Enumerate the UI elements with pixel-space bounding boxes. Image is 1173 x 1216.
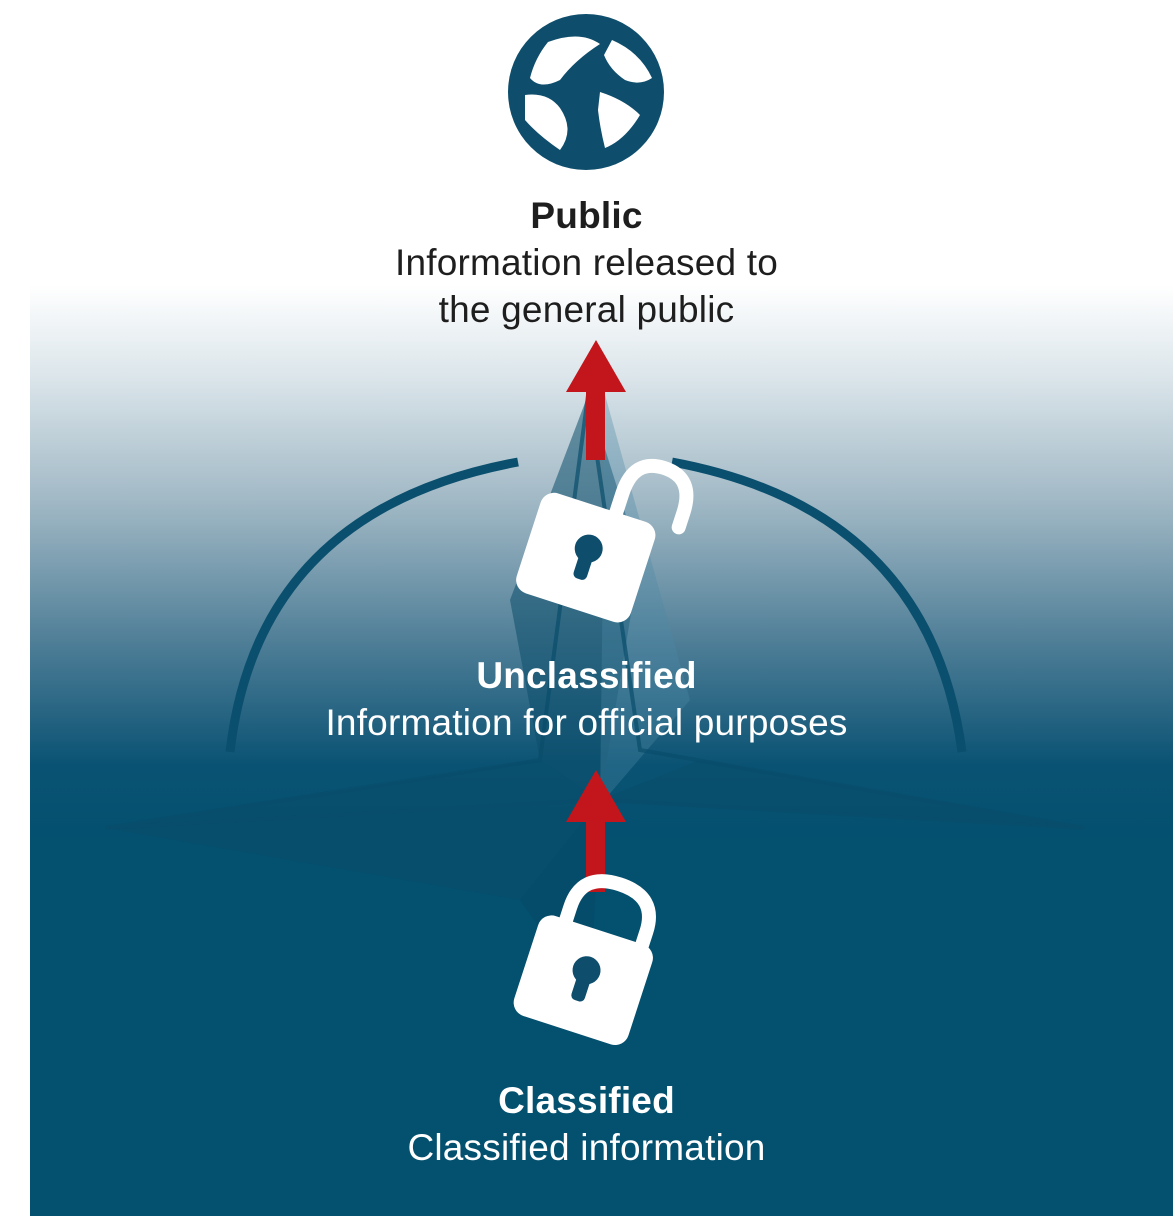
unclassified-description: Information for official purposes [325, 702, 848, 743]
public-description-line-2: the general public [438, 289, 735, 330]
public-title: Public [530, 195, 643, 236]
unlocked-padlock-icon [516, 458, 694, 623]
classified-description: Classified information [407, 1127, 766, 1168]
classified-title: Classified [498, 1080, 675, 1121]
up-arrow-icon [566, 770, 626, 892]
up-arrow-icon [566, 340, 626, 460]
globe-icon [508, 14, 664, 170]
locked-padlock-icon [513, 874, 656, 1046]
classified-level-label: Classified Classified information [0, 1077, 1173, 1171]
unclassified-level-label: Unclassified Information for official pu… [0, 652, 1173, 746]
public-description-line-1: Information released to [394, 242, 779, 283]
right-arc [671, 457, 967, 753]
public-level-label: Public Information released to the gener… [0, 192, 1173, 333]
left-arc [225, 457, 519, 753]
unclassified-title: Unclassified [476, 655, 697, 696]
